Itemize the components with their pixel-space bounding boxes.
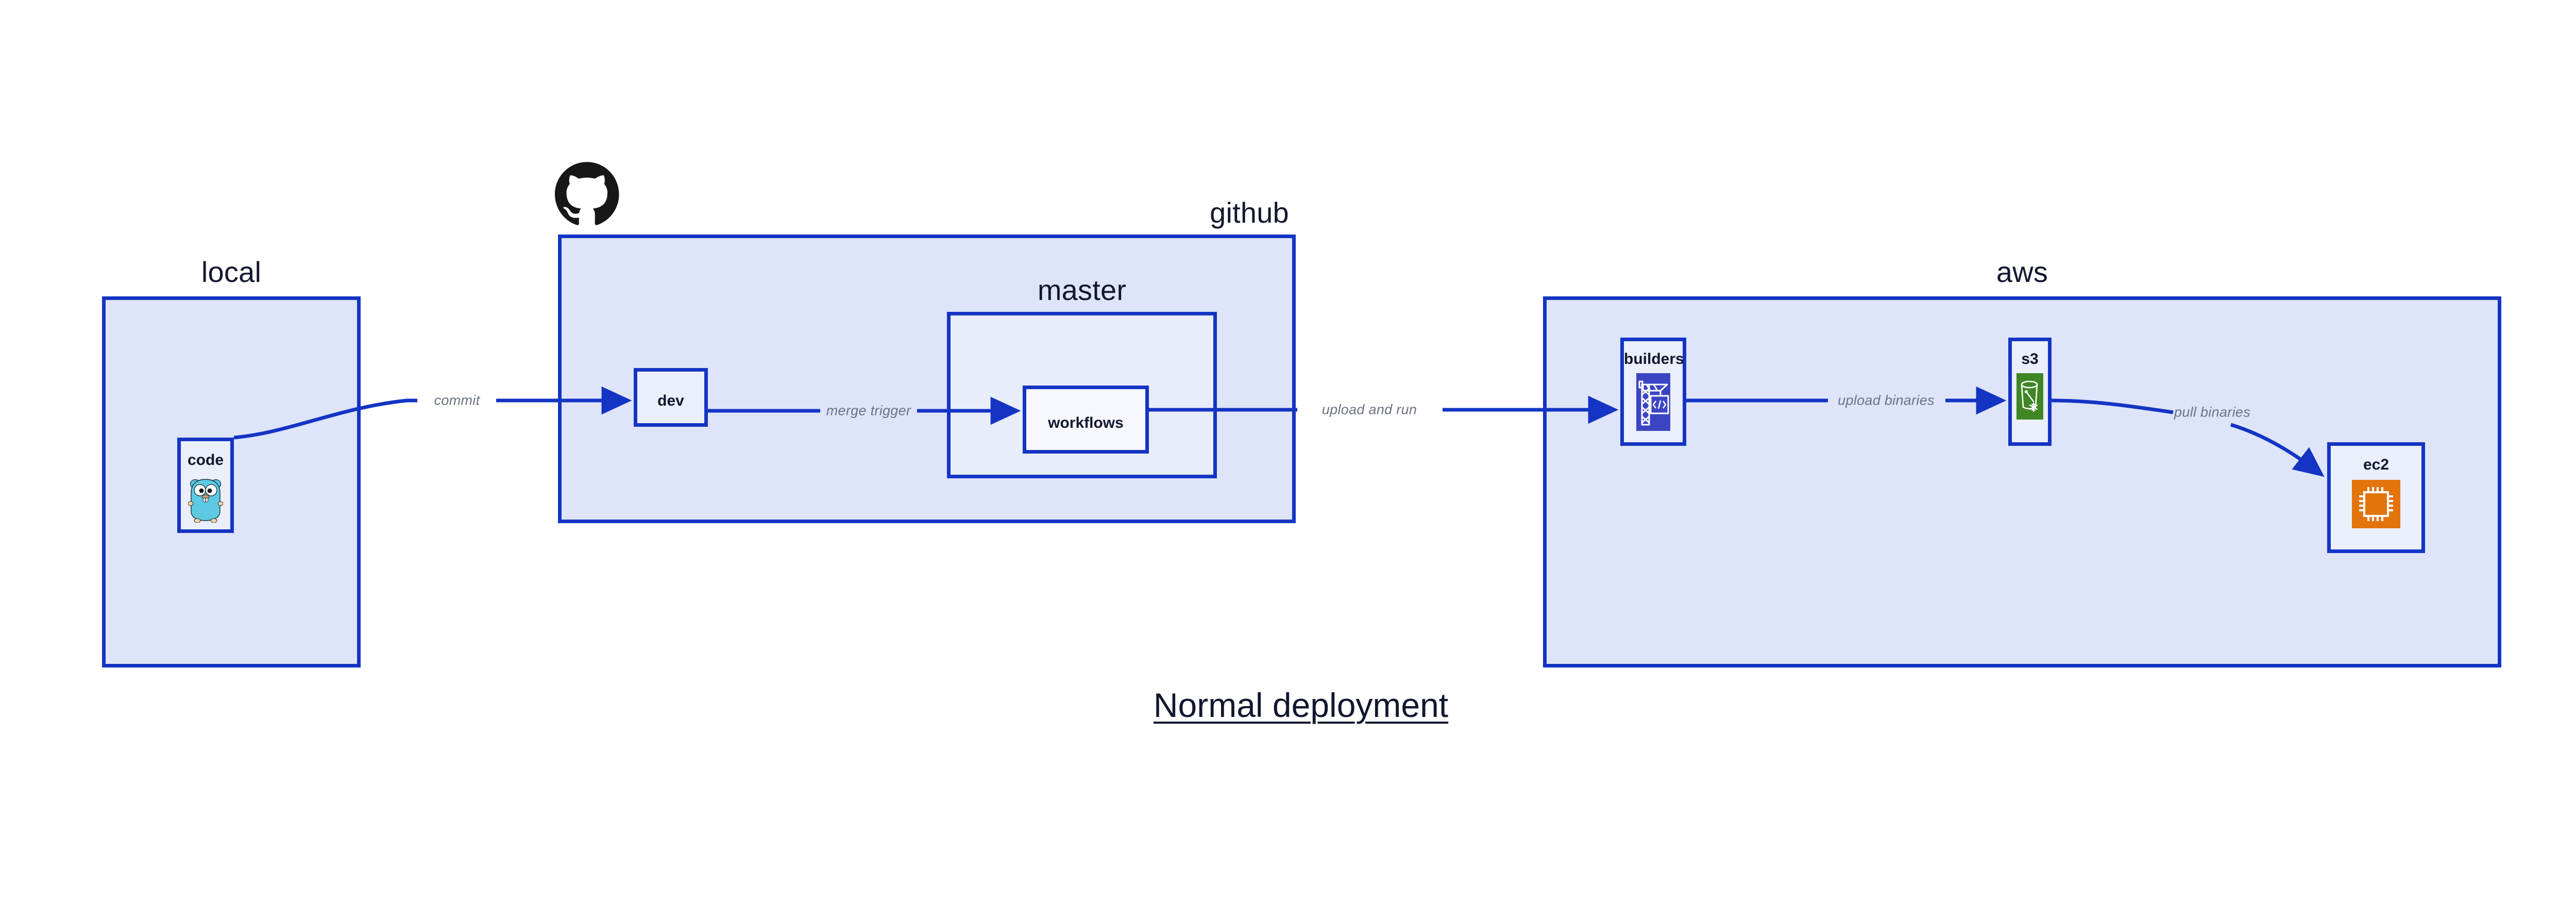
s3-bucket-icon bbox=[2016, 373, 2043, 422]
edge-label-upload-and-run: upload and run bbox=[1321, 402, 1417, 417]
group-local-label: local bbox=[201, 256, 262, 288]
group-master-label: master bbox=[1037, 274, 1127, 306]
node-builders-label: builders bbox=[1624, 350, 1684, 368]
edge-label-commit: commit bbox=[434, 392, 480, 408]
node-s3-label: s3 bbox=[2021, 350, 2039, 368]
diagram-title: Normal deployment bbox=[1153, 686, 1449, 724]
node-code[interactable]: code bbox=[177, 438, 234, 533]
go-gopher-icon bbox=[188, 475, 224, 525]
node-workflows[interactable]: workflows bbox=[1023, 386, 1149, 454]
builders-crane-icon bbox=[1636, 373, 1670, 433]
node-workflows-label: workflows bbox=[1048, 414, 1124, 431]
node-s3[interactable]: s3 bbox=[2008, 338, 2052, 446]
edge-label-merge-trigger: merge trigger bbox=[826, 403, 911, 419]
node-ec2[interactable]: ec2 bbox=[2327, 442, 2425, 553]
node-dev[interactable]: dev bbox=[634, 368, 708, 427]
node-builders[interactable]: builders bbox=[1620, 338, 1686, 446]
node-dev-label: dev bbox=[657, 392, 684, 409]
edge-label-upload-binaries: upload binaries bbox=[1838, 392, 1935, 408]
edge-label-pull-binaries: pull binaries bbox=[2174, 404, 2250, 420]
node-code-label: code bbox=[187, 452, 224, 469]
node-ec2-label: ec2 bbox=[2363, 456, 2389, 473]
github-octocat-icon bbox=[555, 161, 619, 226]
group-aws-label: aws bbox=[1996, 256, 2048, 288]
ec2-chip-icon bbox=[2352, 480, 2400, 531]
group-github-label: github bbox=[1210, 196, 1289, 229]
